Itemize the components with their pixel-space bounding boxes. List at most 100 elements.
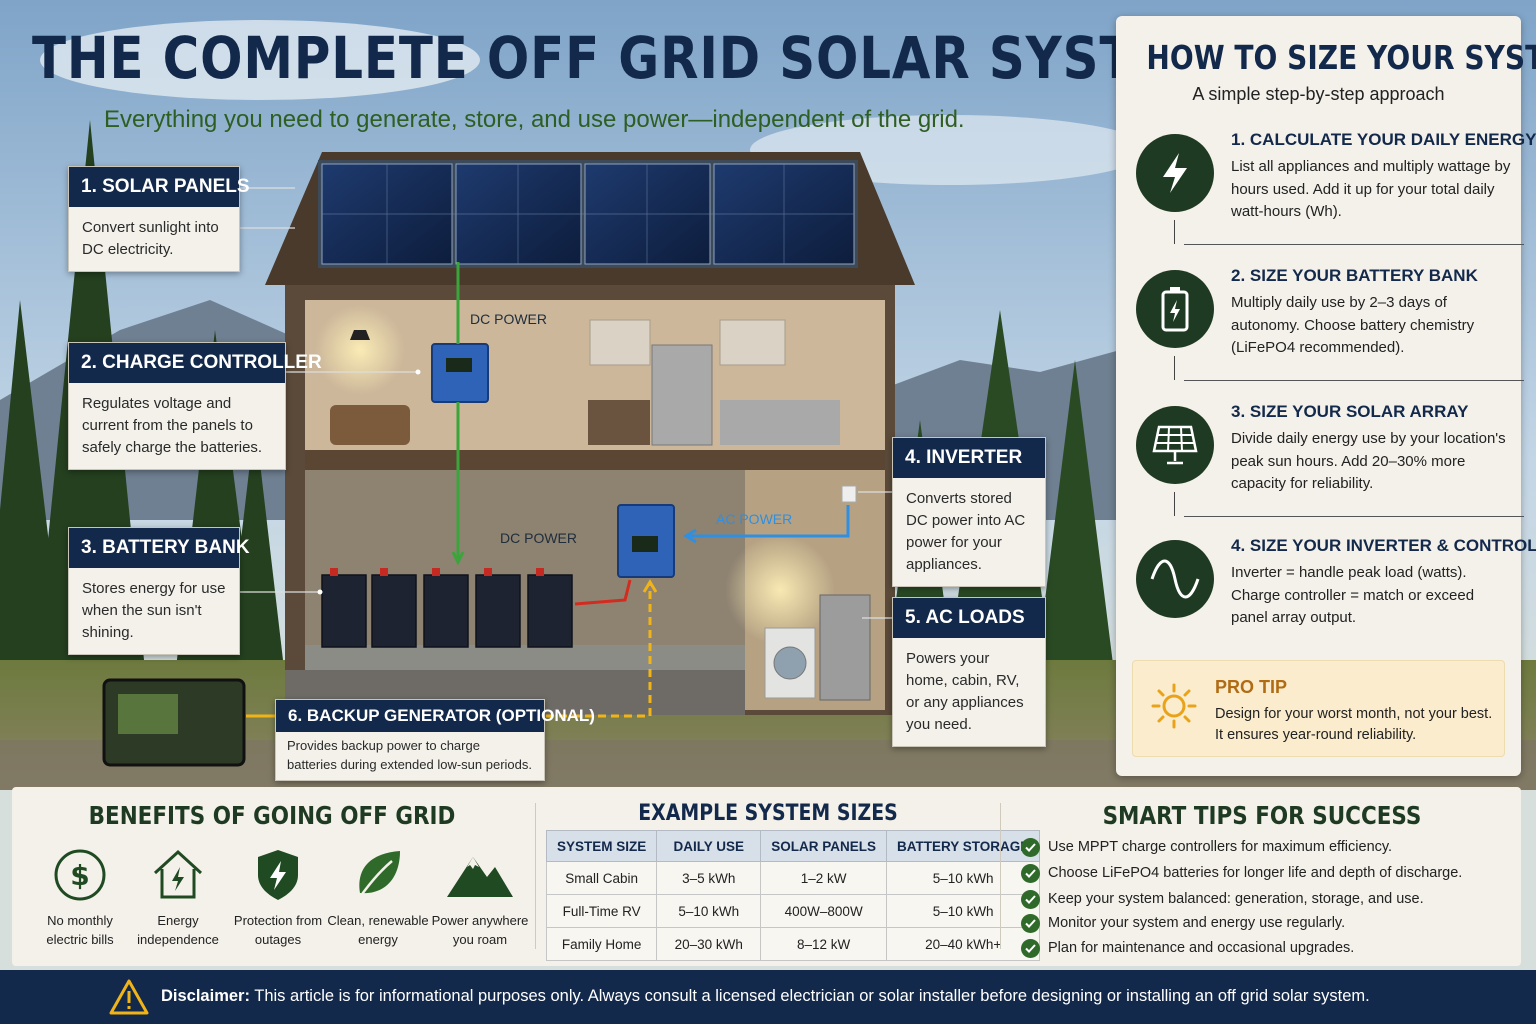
benefit-item: Power anywhere you roam <box>428 847 532 949</box>
benefit-item: Clean, renewable energy <box>326 847 430 949</box>
page-title: THE COMPLETE OFF GRID SOLAR SYSTEM <box>32 24 1220 92</box>
step-title: 4. SIZE YOUR INVERTER & CONTROLLER <box>1231 536 1536 555</box>
step-title: 2. SIZE YOUR BATTERY BANK <box>1231 266 1478 285</box>
callout-title: 6. BACKUP GENERATOR (OPTIONAL) <box>276 700 595 732</box>
bottom-panel: BENEFITS OF GOING OFF GRID $ No monthly … <box>12 787 1521 966</box>
table-cell: 20–40 kWh+ <box>886 927 1041 961</box>
callout-title: 1. SOLAR PANELS <box>69 167 250 207</box>
table-cell: 8–12 kW <box>760 927 888 961</box>
table-cell: 400W–800W <box>760 894 888 928</box>
table-cell: 5–10 kWh <box>886 894 1041 928</box>
tip-text: Use MPPT charge controllers for maximum … <box>1048 839 1393 855</box>
check-icon <box>1021 913 1040 933</box>
example-sizes-table: SYSTEM SIZE DAILY USE SOLAR PANELS BATTE… <box>545 830 1041 961</box>
table-cell: 5–10 kWh <box>656 894 762 928</box>
tip-item: Monitor your system and energy use regul… <box>1021 911 1345 935</box>
benefit-item: Protection from outages <box>226 847 330 949</box>
disclaimer-label: Disclaimer: <box>161 987 250 1005</box>
table-row: Small Cabin 3–5 kWh 1–2 kW 5–10 kWh <box>545 861 1041 895</box>
callout-text: Powers your home, cabin, RV, or any appl… <box>906 650 1024 733</box>
table-cell: 5–10 kWh <box>886 861 1041 895</box>
house-bolt-icon <box>153 849 203 899</box>
check-icon <box>1021 837 1040 857</box>
pro-tip-label: PRO TIP <box>1215 677 1288 697</box>
disclaimer-text: Disclaimer: This article is for informat… <box>161 987 1370 1006</box>
step-text: Inverter = handle peak load (watts). Cha… <box>1231 564 1475 626</box>
dc-power-label-top: DC POWER <box>470 311 547 327</box>
benefit-label: Energy independence <box>137 913 219 947</box>
svg-text:$: $ <box>70 859 89 892</box>
warning-icon <box>109 979 149 1015</box>
benefit-label: No monthly electric bills <box>46 913 114 947</box>
tip-text: Monitor your system and energy use regul… <box>1048 915 1346 931</box>
column-header: DAILY USE <box>656 830 762 862</box>
callout-solar-panels: 1. SOLAR PANELS Convert sunlight into DC… <box>68 166 250 272</box>
check-icon <box>1021 889 1040 909</box>
check-icon <box>1021 863 1040 883</box>
callout-title: 5. AC LOADS <box>893 598 1045 638</box>
table-cell: Small Cabin <box>545 861 658 895</box>
column-header: SOLAR PANELS <box>760 830 888 862</box>
benefit-label: Protection from outages <box>233 913 323 947</box>
step-title: 1. CALCULATE YOUR DAILY ENERGY USE <box>1231 130 1536 149</box>
battery-icon <box>1136 270 1214 348</box>
callout-backup-generator: 6. BACKUP GENERATOR (OPTIONAL) Provides … <box>275 699 595 781</box>
table-row: Family Home 20–30 kWh 8–12 kW 20–40 kWh+ <box>545 927 1041 961</box>
step-title: 3. SIZE YOUR SOLAR ARRAY <box>1231 402 1469 421</box>
tip-item: Keep your system balanced: generation, s… <box>1021 887 1424 911</box>
callout-text: Convert sunlight into DC electricity. <box>82 219 219 258</box>
tip-item: Choose LiFePO4 batteries for longer life… <box>1021 861 1462 885</box>
ac-power-label: AC POWER <box>716 511 793 527</box>
benefit-label: Clean, renewable energy <box>327 913 429 947</box>
sizing-title: HOW TO SIZE YOUR SYSTEM <box>1146 38 1536 77</box>
pro-tip-box: PRO TIP Design for your worst month, not… <box>1132 660 1505 757</box>
callout-text: Converts stored DC power into AC power f… <box>906 490 1026 573</box>
step-text: Divide daily energy use by your location… <box>1231 430 1506 492</box>
tip-item: Use MPPT charge controllers for maximum … <box>1021 835 1392 859</box>
table-cell: 3–5 kWh <box>656 861 762 895</box>
dollar-icon: $ <box>54 849 106 901</box>
table-cell: Full-Time RV <box>545 894 658 928</box>
table-row: Full-Time RV 5–10 kWh 400W–800W 5–10 kWh <box>545 894 1041 928</box>
mountain-icon <box>447 857 513 897</box>
leaf-icon <box>358 851 400 898</box>
benefit-label: Power anywhere you roam <box>431 913 529 947</box>
check-icon <box>1021 938 1040 958</box>
callout-text: Stores energy for use when the sun isn't… <box>82 580 226 641</box>
benefits-title: BENEFITS OF GOING OFF GRID <box>88 801 456 830</box>
pro-tip-text: Design for your worst month, not your be… <box>1215 706 1493 743</box>
table-cell: Family Home <box>545 927 658 961</box>
sine-wave-icon <box>1136 540 1214 618</box>
sizing-panel: HOW TO SIZE YOUR SYSTEM A simple step-by… <box>1116 16 1536 776</box>
disclaimer-bar: Disclaimer: This article is for informat… <box>0 970 1536 1024</box>
callout-charge-controller: 2. CHARGE CONTROLLER Regulates voltage a… <box>68 342 322 470</box>
tip-text: Choose LiFePO4 batteries for longer life… <box>1048 865 1463 881</box>
disclaimer-body: This article is for informational purpos… <box>254 987 1370 1005</box>
callout-title: 2. CHARGE CONTROLLER <box>69 343 322 383</box>
callout-ac-loads: 5. AC LOADS Powers your home, cabin, RV,… <box>892 597 1046 747</box>
callout-title: 4. INVERTER <box>893 438 1045 478</box>
lightning-icon <box>1136 134 1214 212</box>
table-cell: 1–2 kW <box>760 861 888 895</box>
callout-battery-bank: 3. BATTERY BANK Stores energy for use wh… <box>68 527 250 655</box>
table-cell: 20–30 kWh <box>656 927 762 961</box>
callout-text: Provides backup power to charge batterie… <box>287 738 532 772</box>
callout-inverter: 4. INVERTER Converts stored DC power int… <box>892 437 1046 587</box>
step-text: Multiply daily use by 2–3 days of autono… <box>1231 294 1475 356</box>
benefit-item: Energy independence <box>126 847 230 949</box>
column-header: SYSTEM SIZE <box>545 830 658 862</box>
smart-tips-title: SMART TIPS FOR SUCCESS <box>1102 801 1422 830</box>
dc-power-label-bottom: DC POWER <box>500 530 577 546</box>
tip-text: Keep your system balanced: generation, s… <box>1048 891 1424 907</box>
tip-text: Plan for maintenance and occasional upgr… <box>1048 940 1355 956</box>
tip-item: Plan for maintenance and occasional upgr… <box>1021 936 1354 960</box>
sizing-subtitle: A simple step-by-step approach <box>1192 84 1445 104</box>
step-text: List all appliances and multiply wattage… <box>1231 158 1511 220</box>
page-subtitle: Everything you need to generate, store, … <box>104 106 965 133</box>
callout-text: Regulates voltage and current from the p… <box>82 395 263 456</box>
solar-panel-icon <box>1136 406 1214 484</box>
benefit-item: $ No monthly electric bills <box>28 847 132 949</box>
example-sizes-title: EXAMPLE SYSTEM SIZES <box>638 801 898 826</box>
callout-title: 3. BATTERY BANK <box>69 528 250 568</box>
shield-bolt-icon <box>258 850 298 900</box>
